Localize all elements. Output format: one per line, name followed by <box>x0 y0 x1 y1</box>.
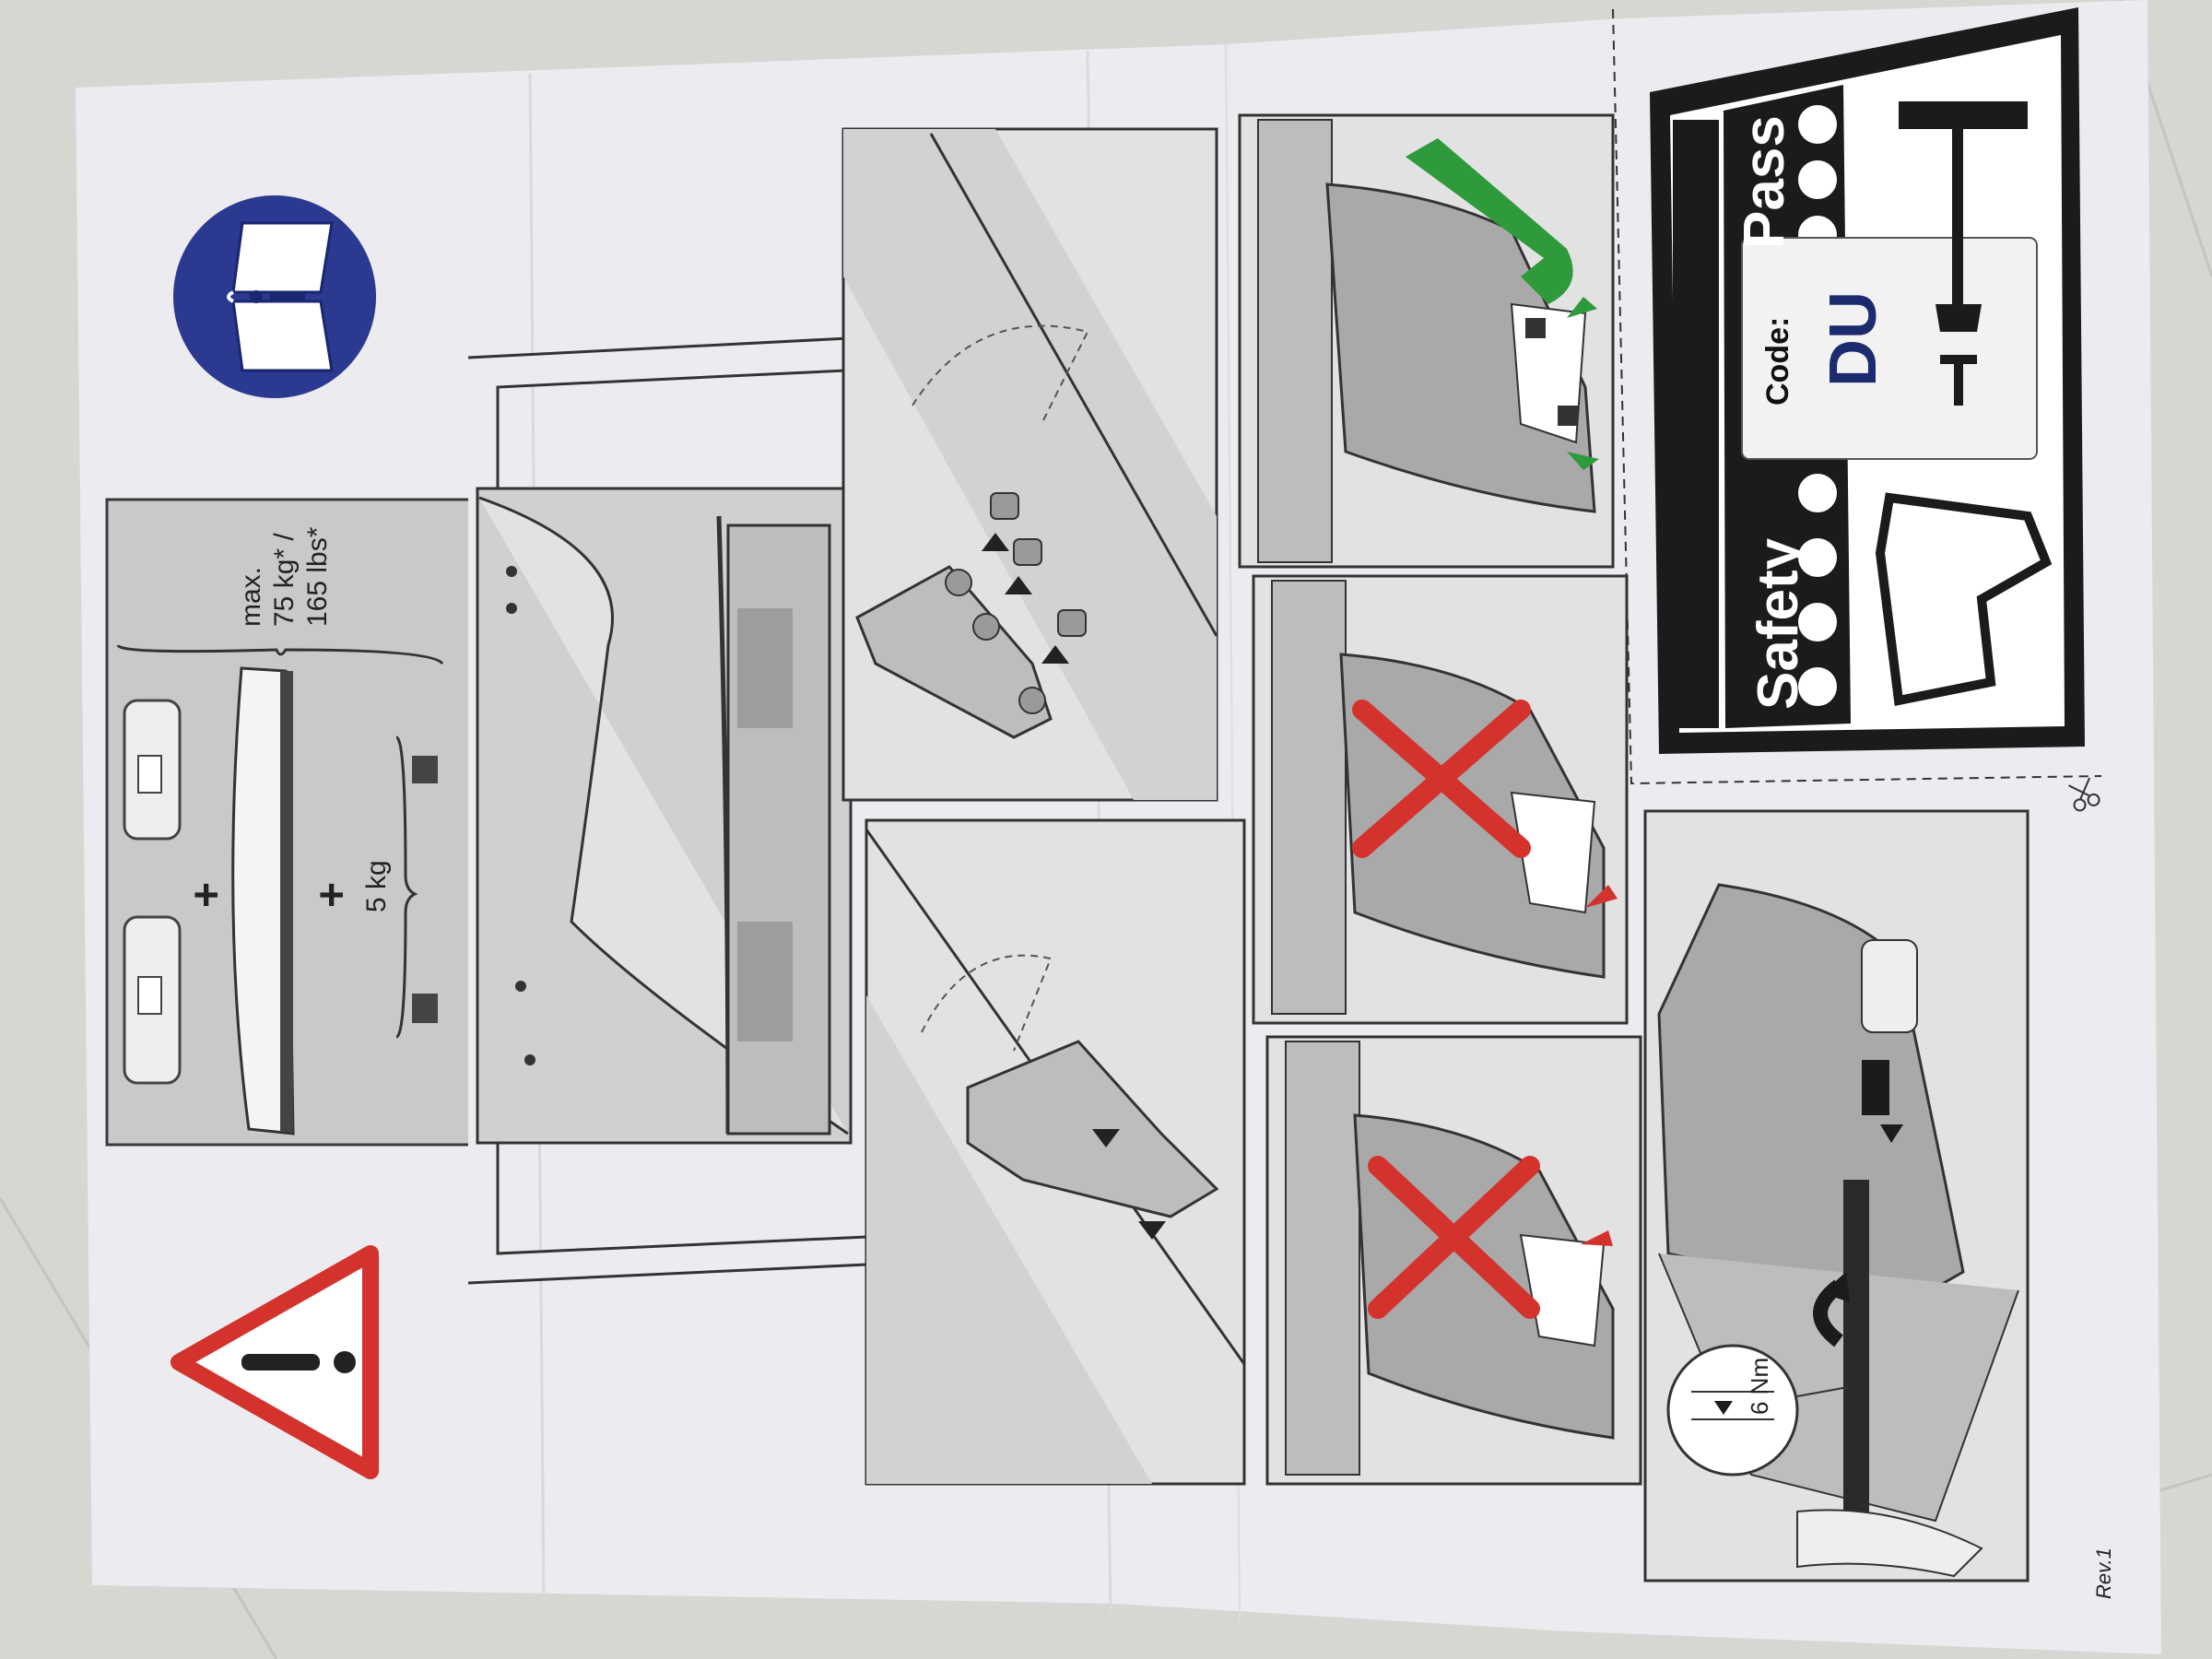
tool-weight-label: 5 kg <box>361 860 392 912</box>
torque-wrench-panel <box>1643 809 2030 1583</box>
rotate-arrow-icon <box>1813 1272 1850 1347</box>
mount-wrong-panel-1 <box>1252 574 1629 1025</box>
read-manual-icon <box>173 195 376 398</box>
foot-detail-bottom <box>865 818 1246 1486</box>
warning-triangle-icon <box>171 1245 379 1479</box>
load-panel <box>105 498 472 1147</box>
plus-sign-2: + <box>308 882 357 908</box>
code-value: DU <box>1817 291 1890 387</box>
mount-wrong-panel-2 <box>1265 1035 1642 1486</box>
safety-word: Safety <box>1747 537 1810 710</box>
plus-sign-1: + <box>182 882 231 908</box>
pass-word: Pass <box>1733 115 1796 249</box>
mount-correct-panel <box>1238 113 1615 569</box>
weight-lbs-label: 165 lbs* <box>302 526 333 627</box>
code-label: Code: <box>1760 317 1795 406</box>
safety-pass-card <box>1650 7 2085 754</box>
max-label: max. <box>236 567 266 627</box>
weight-kg-label: 75 kg* / <box>269 533 300 627</box>
torque-value: 6 Nm <box>1746 1358 1773 1415</box>
revision-label: Rev.1 <box>2092 1547 2115 1599</box>
foot-detail-top <box>841 127 1218 802</box>
scissors-icon <box>2068 777 2100 812</box>
vehicle-roof-panel <box>467 335 952 1294</box>
